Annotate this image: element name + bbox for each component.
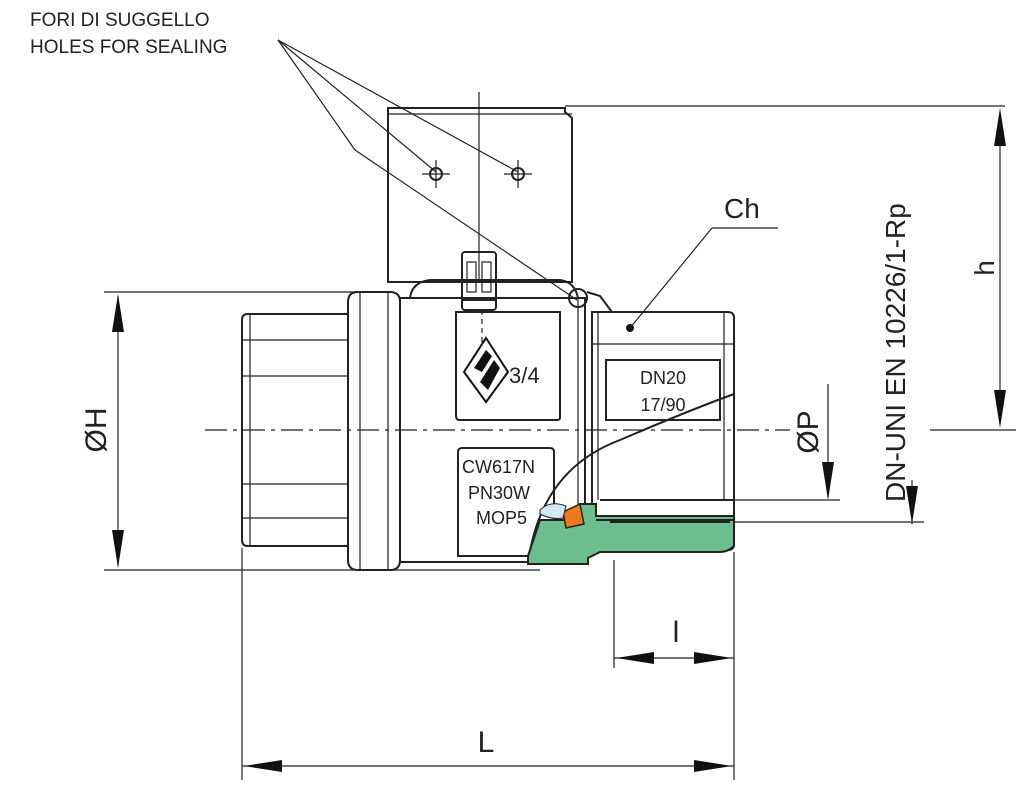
- sealing-note-it: FORI DI SUGGELLO: [30, 10, 210, 31]
- dim-h-label: h: [969, 260, 1000, 276]
- dim-L-label: L: [478, 726, 495, 759]
- dn-label: DN20: [640, 368, 686, 388]
- dim-h: [565, 105, 1016, 431]
- dim-l-label: l: [673, 616, 680, 649]
- right-hex-end: [591, 311, 735, 551]
- ch-label: Ch: [724, 193, 760, 224]
- dim-H: [104, 291, 540, 571]
- dim-H-label: ØH: [80, 408, 113, 453]
- seal-ring: [562, 502, 585, 529]
- sealing-note-en: HOLES FOR SEALING: [30, 37, 228, 58]
- pressure-label: PN30W: [468, 483, 530, 503]
- ball-section: [539, 503, 567, 519]
- left-collar: [347, 291, 401, 571]
- brand-logo: [462, 336, 510, 404]
- sealing-hole-right: [504, 160, 532, 188]
- ch-leader: [629, 227, 778, 329]
- dim-l: [613, 552, 735, 780]
- stem-collar: [409, 251, 613, 350]
- size-label: 3/4: [509, 363, 540, 388]
- dim-p-label: ØP: [792, 410, 825, 453]
- dim-p: [600, 384, 840, 501]
- handle-cap: [387, 92, 573, 283]
- dim-thread: [734, 480, 924, 524]
- date-label: 17/90: [640, 395, 685, 415]
- section-cutaway: [527, 393, 735, 565]
- dim-L: [241, 548, 734, 780]
- sealing-leaders: [277, 39, 578, 301]
- mop-label-text: MOP5: [476, 508, 527, 528]
- material-label: CW617N: [462, 457, 535, 477]
- thread-standard-label: DN-UNI EN 10226/1-Rp: [880, 203, 911, 502]
- sealing-hole-left: [422, 160, 450, 188]
